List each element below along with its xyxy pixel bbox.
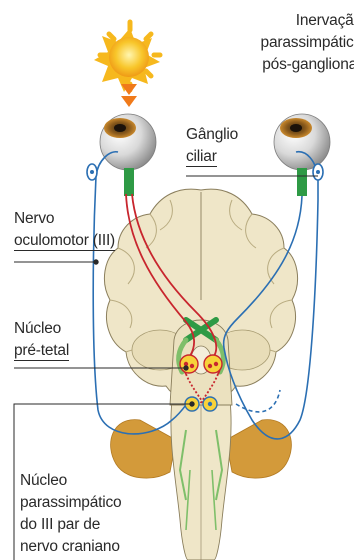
ciliary-ganglion-right — [313, 164, 323, 180]
sun-icon — [94, 22, 160, 92]
label-line: Núcleo — [14, 318, 69, 340]
label-line: pós-ganglionar — [261, 54, 354, 76]
brainstem — [171, 400, 231, 560]
label-line: parassimpático — [20, 492, 121, 514]
label-line: parassimpática — [261, 32, 354, 54]
label-ganglio-ciliar: Gânglio ciliar — [186, 124, 238, 168]
label-line: Nervo — [14, 208, 115, 230]
label-line: pré-tetal — [14, 341, 69, 361]
label-line: Núcleo — [20, 470, 121, 492]
label-line: nervo craniano — [20, 536, 121, 558]
label-nucleo-parassimpatico: Núcleo parassimpático do III par de nerv… — [20, 470, 121, 558]
brain — [104, 189, 297, 405]
label-inervacao-parassimpatica: Inervação parassimpática pós-ganglionar — [261, 10, 354, 76]
ciliary-ganglion-left — [87, 164, 97, 180]
label-line: Gânglio — [186, 124, 238, 146]
label-line: Inervação — [261, 10, 354, 32]
eye-right-icon — [274, 114, 330, 196]
label-line: oculomotor (III) — [14, 231, 115, 251]
label-line: ciliar — [186, 147, 217, 167]
label-nucleo-pretetal: Núcleo pré-tetal — [14, 318, 69, 362]
label-line: do III par de — [20, 514, 121, 536]
label-nervo-oculomotor: Nervo oculomotor (III) — [14, 208, 115, 252]
